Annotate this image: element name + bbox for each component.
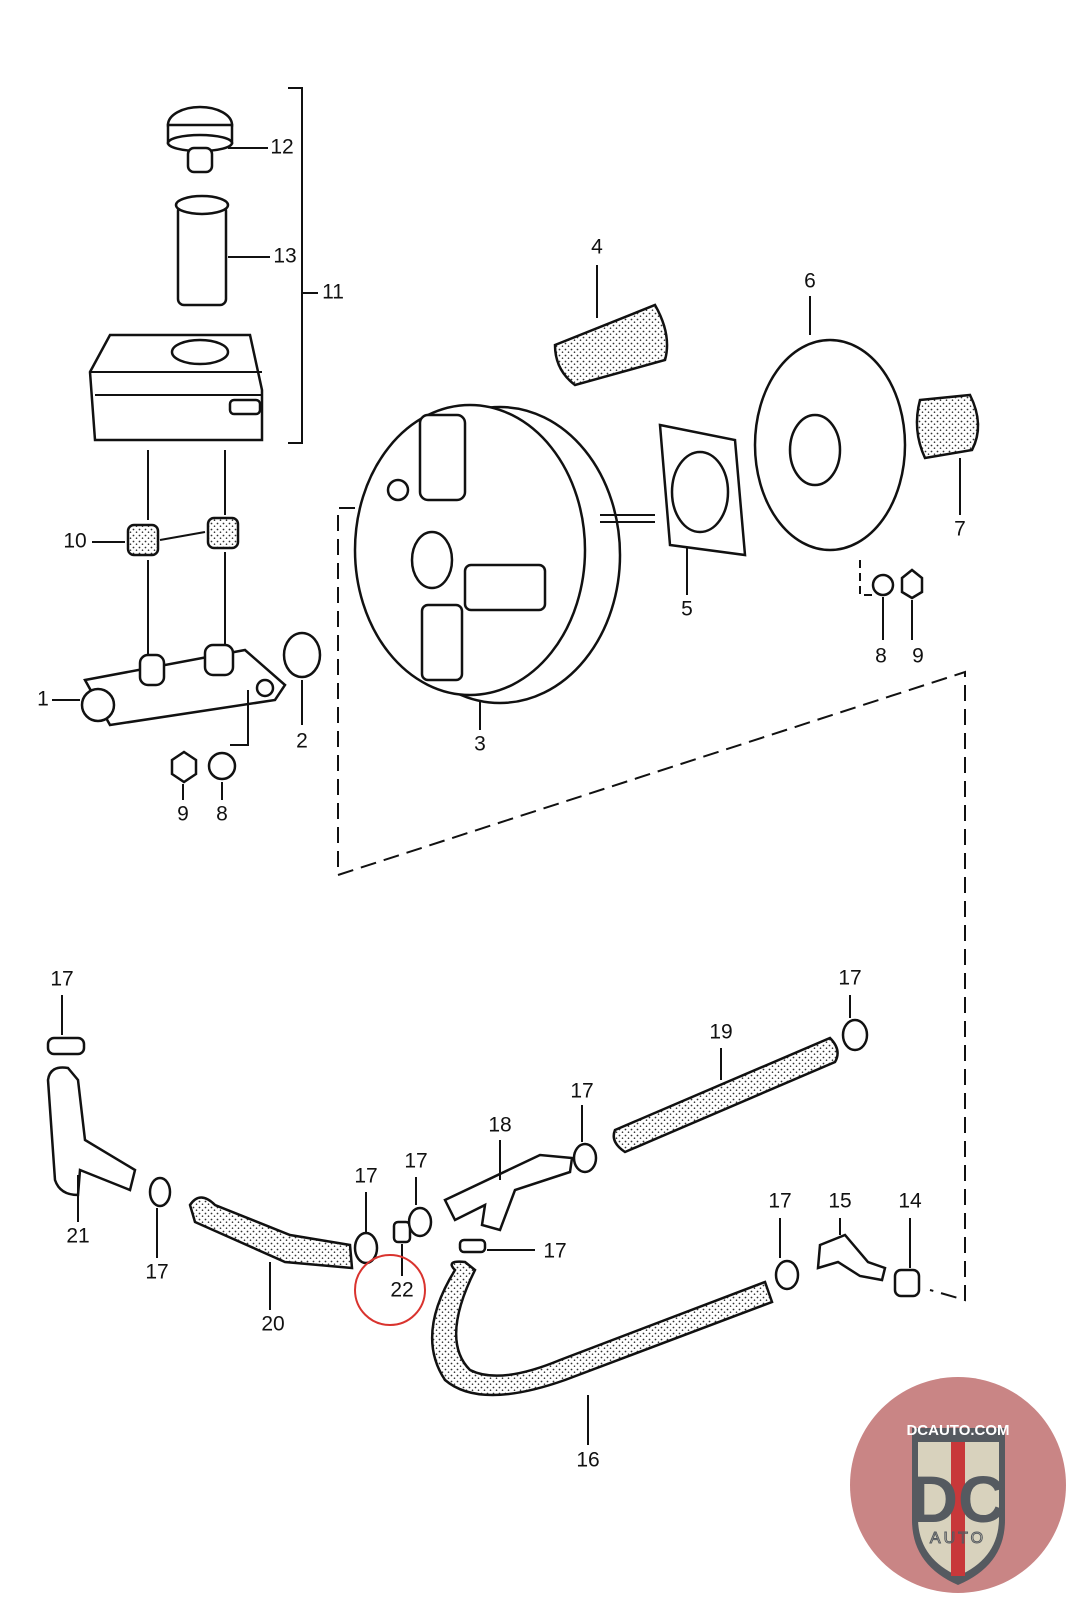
logo-bottom-text: AUTO <box>930 1530 986 1547</box>
callout-11: 11 <box>322 281 344 304</box>
hose-clamp <box>407 1206 433 1238</box>
leader-line <box>61 995 79 1222</box>
hose-21 <box>46 1066 137 1197</box>
callout-17: 17 <box>145 1261 168 1284</box>
callout-13: 13 <box>273 245 296 268</box>
hose-clamp <box>458 1238 487 1254</box>
boot <box>553 303 669 387</box>
assembly-dashed-line <box>337 507 966 1302</box>
callout-10: 10 <box>63 530 86 553</box>
leader-line <box>159 531 206 541</box>
callout-15: 15 <box>828 1190 851 1213</box>
hose-16 <box>430 1260 774 1397</box>
callout-3: 3 <box>474 733 486 756</box>
hose-19 <box>612 1036 839 1154</box>
nut <box>900 568 924 600</box>
callout-17: 17 <box>543 1240 566 1263</box>
connector-22 <box>392 1220 412 1244</box>
callout-18: 18 <box>488 1114 511 1137</box>
nut <box>170 750 198 784</box>
tee-fitting-18 <box>443 1153 574 1232</box>
callout-22: 22 <box>390 1279 413 1302</box>
seal-ring <box>915 393 980 460</box>
callout-19: 19 <box>709 1021 732 1044</box>
dcauto-logo: DCAUTO.COM DC AUTO <box>850 1377 1066 1593</box>
callout-2: 2 <box>296 730 308 753</box>
grommet-14 <box>893 1268 921 1298</box>
callout-17: 17 <box>50 968 73 991</box>
leader-lines <box>52 147 270 800</box>
callout-6: 6 <box>804 270 816 293</box>
callout-5: 5 <box>681 598 693 621</box>
check-valve-15 <box>816 1233 887 1282</box>
logo-top-text: DCAUTO.COM <box>906 1422 1009 1439</box>
callout-8: 8 <box>875 645 887 668</box>
hose-clamp <box>774 1259 800 1291</box>
callout-14: 14 <box>898 1190 922 1213</box>
callout-7: 7 <box>954 518 966 541</box>
grommet <box>126 523 160 557</box>
reservoir-cap <box>166 105 234 174</box>
callout-12: 12 <box>270 136 293 159</box>
brake-booster <box>353 403 655 705</box>
logo-main-text: DC <box>910 1462 1005 1536</box>
callout-20: 20 <box>261 1313 284 1336</box>
reservoir-leader-lines <box>147 450 226 520</box>
gasket <box>658 423 747 557</box>
grommet <box>206 516 240 550</box>
mounting-plate <box>753 338 907 552</box>
callout-17: 17 <box>768 1190 791 1213</box>
hose-clamp <box>353 1231 379 1265</box>
hose-clamp <box>841 1018 869 1052</box>
callout-8: 8 <box>216 803 228 826</box>
callout-21: 21 <box>66 1225 89 1248</box>
callout-17: 17 <box>570 1080 593 1103</box>
callout-9: 9 <box>177 803 189 826</box>
bracket-11 <box>288 87 318 444</box>
callout-17: 17 <box>354 1165 377 1188</box>
hose-20 <box>188 1196 354 1270</box>
assembly-dashed-line-small <box>859 560 876 596</box>
leader-line <box>230 690 249 746</box>
callout-9: 9 <box>912 645 924 668</box>
callout-1: 1 <box>37 688 49 711</box>
leader-line <box>147 552 226 660</box>
callout-17: 17 <box>404 1150 427 1173</box>
master-cylinder <box>80 643 287 727</box>
hose-clamp <box>572 1142 598 1174</box>
hose-clamp <box>46 1036 86 1056</box>
washer <box>871 573 895 597</box>
callout-16: 16 <box>576 1449 599 1472</box>
fluid-reservoir <box>88 333 264 442</box>
callout-17: 17 <box>838 967 861 990</box>
washer <box>207 751 237 781</box>
reservoir-strainer <box>174 194 230 307</box>
o-ring <box>282 631 322 679</box>
hose-clamp <box>148 1176 172 1208</box>
leader-line <box>882 597 913 640</box>
highlight-circle <box>354 1254 426 1326</box>
callout-4: 4 <box>591 236 603 259</box>
